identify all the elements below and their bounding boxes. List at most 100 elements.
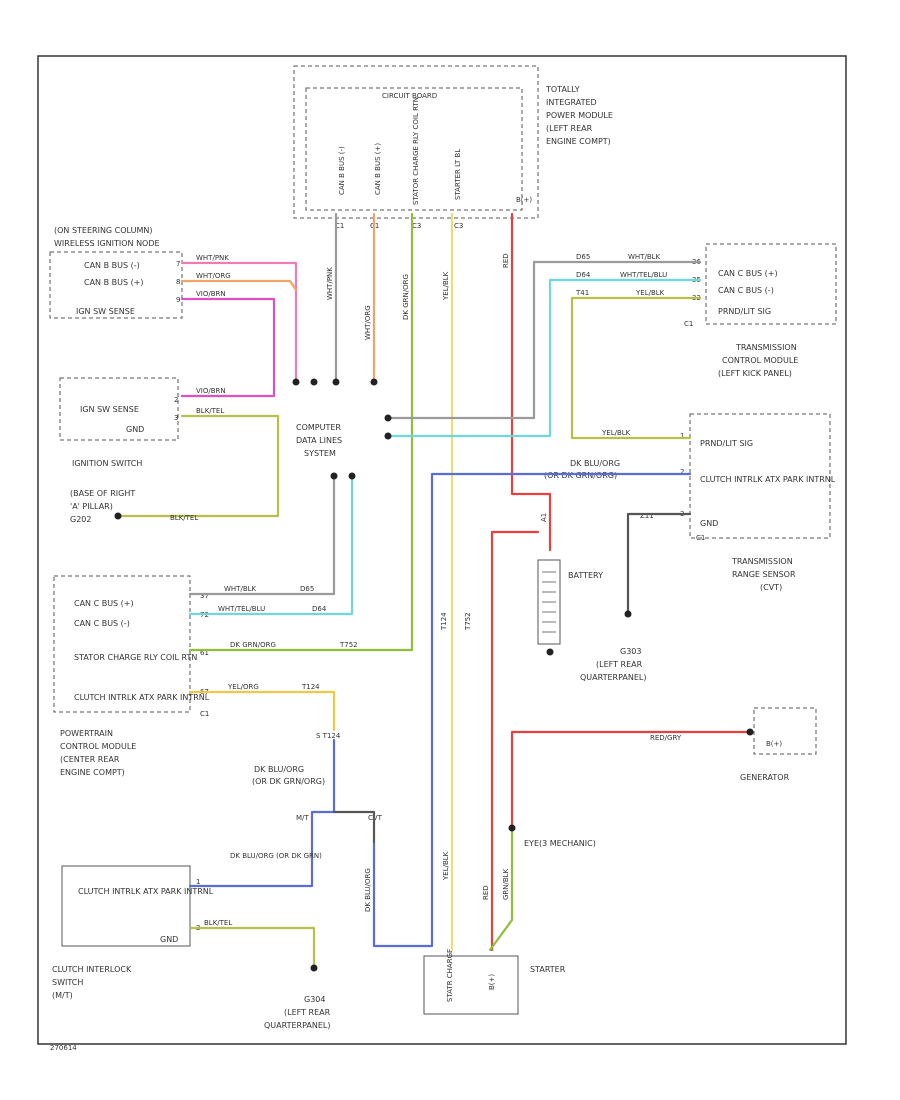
computer-data-lines-label: SYSTEM bbox=[304, 449, 336, 458]
wires-layer bbox=[116, 212, 752, 970]
data-lines-node bbox=[384, 432, 392, 440]
tipm-pin-label: CAN B BUS (-) bbox=[338, 146, 346, 195]
tipm-label-line: ENGINE COMPT) bbox=[546, 137, 611, 146]
trs-connector: C1 bbox=[696, 534, 705, 542]
wire-tcm-can-c-plus bbox=[386, 260, 702, 420]
bcm-heading: WIRELESS IGNITION NODE bbox=[54, 239, 160, 248]
wire-battery-starter bbox=[490, 530, 540, 952]
data-lines-node bbox=[348, 472, 356, 480]
trs-label: TRANSMISSION bbox=[731, 557, 793, 566]
trs-wire-code: Z11 bbox=[640, 512, 654, 520]
generator-terminal bbox=[746, 728, 754, 736]
clutch-switch-pin-number: 1 bbox=[196, 878, 200, 886]
tipm-label-line: POWER MODULE bbox=[546, 111, 613, 120]
g303-label: (LEFT REAR bbox=[596, 660, 643, 669]
tcm-label: TRANSMISSION bbox=[735, 343, 797, 352]
clutch-switch-label: CLUTCH INTERLOCK bbox=[52, 965, 132, 974]
wire-label: D65 bbox=[576, 253, 590, 261]
wire-label: D65 bbox=[300, 585, 314, 593]
splice-mt: M/T bbox=[296, 814, 309, 822]
wire-label: VIO/BRN bbox=[196, 387, 226, 395]
splice-alt: DK BLU/ORG bbox=[254, 765, 304, 774]
pcm-pin: CAN C BUS (-) bbox=[74, 619, 130, 628]
tcm-label: (LEFT KICK PANEL) bbox=[718, 369, 792, 378]
tipm-label: TOTALLY INTEGRATED POWER MODULE (LEFT RE… bbox=[545, 85, 613, 146]
g303-label: QUARTERPANEL) bbox=[580, 673, 647, 682]
clutch-switch-pin: CLUTCH INTRLK ATX PARK INTRNL bbox=[78, 887, 214, 896]
tcm-label: CONTROL MODULE bbox=[722, 356, 798, 365]
bcm-pin-number: 9 bbox=[176, 296, 180, 304]
pcm-label: ENGINE COMPT) bbox=[60, 768, 125, 777]
wire-label: WHT/BLK bbox=[224, 585, 257, 593]
wire-label: YEL/BLK bbox=[635, 289, 665, 297]
diagram-frame bbox=[37, 55, 847, 1045]
trs-pin-number: 1 bbox=[680, 432, 684, 440]
wire-tcm-can-c-minus bbox=[386, 278, 702, 438]
wire-label: YEL/BLK bbox=[442, 851, 450, 881]
wire-bcm-can-b-plus bbox=[180, 279, 298, 292]
wire-ign-gnd bbox=[116, 414, 280, 518]
footer-code: 270614 bbox=[50, 1044, 77, 1052]
bcm-heading: (ON STEERING COLUMN) bbox=[54, 226, 152, 235]
pcm-pin: STATOR CHARGE RLY COIL RTN bbox=[74, 653, 197, 662]
wire-tcm-prnd bbox=[570, 296, 702, 440]
wire-label: RED bbox=[502, 253, 510, 268]
can-bus-node bbox=[370, 378, 378, 386]
splice-alt: (OR DK GRN/ORG) bbox=[252, 777, 325, 786]
wire-label: YEL/ORG bbox=[227, 683, 259, 691]
battery-ground bbox=[546, 648, 554, 656]
tipm-pin-label: STATOR CHARGE RLY COIL RTN bbox=[412, 97, 420, 205]
wire-label: A1 bbox=[540, 513, 548, 522]
tipm-label-line: (LEFT REAR bbox=[546, 124, 593, 133]
wire-label: WHT/TEL/BLU bbox=[620, 271, 667, 279]
wire-label: DK BLU/ORG bbox=[364, 868, 372, 912]
eyelet-label: EYE(3 MECHANIC) bbox=[524, 839, 596, 848]
dots-layer bbox=[114, 378, 754, 972]
generator-label: GENERATOR bbox=[740, 773, 790, 782]
starter-pin: B(+) bbox=[488, 974, 496, 990]
wire-label: WHT/PNK bbox=[326, 267, 334, 300]
trs-pin: CLUTCH INTRLK ATX PARK INTRNL bbox=[700, 475, 836, 484]
wire-label: T124 bbox=[440, 612, 448, 631]
ignition-switch-pin-number: 2 bbox=[174, 396, 178, 404]
splice-code: S T124 bbox=[316, 732, 341, 740]
wire-label: D64 bbox=[576, 271, 591, 279]
trs-pin: GND bbox=[700, 519, 718, 528]
wire-label: YEL/BLK bbox=[601, 429, 631, 437]
trs-label: RANGE SENSOR bbox=[732, 570, 796, 579]
clutch-switch-box bbox=[61, 865, 191, 947]
bcm-pin-number: 8 bbox=[176, 278, 180, 286]
wire-label: T752 bbox=[339, 641, 358, 649]
generator-wire: RED/GRY bbox=[650, 734, 682, 742]
trs-box bbox=[689, 413, 831, 539]
g303-label: G303 bbox=[620, 647, 641, 656]
bcm-pin: CAN B BUS (+) bbox=[84, 278, 144, 287]
clutch-switch-pin: GND bbox=[160, 935, 178, 944]
battery-cells bbox=[542, 571, 556, 633]
wire-pcm-clutch bbox=[188, 690, 336, 732]
tcm-box bbox=[705, 243, 837, 325]
wire-label: BLK/TEL bbox=[170, 514, 198, 522]
trs-alt-wire: (OR DK GRN/ORG) bbox=[544, 471, 617, 480]
data-lines-node bbox=[330, 472, 338, 480]
wire-label: DK BLU/ORG (OR DK GRN) bbox=[230, 852, 322, 860]
wire-label: DK GRN/ORG bbox=[230, 641, 276, 649]
g202-label: (BASE OF RIGHT bbox=[70, 489, 135, 498]
wire-label: WHT/ORG bbox=[364, 305, 372, 340]
wire-pcm-can-c-minus bbox=[188, 474, 354, 616]
ignition-switch-pin: GND bbox=[126, 425, 144, 434]
starter-label: STARTER bbox=[530, 965, 566, 974]
tipm-pin-label: STARTER LT BL bbox=[454, 149, 462, 200]
computer-data-lines-label: DATA LINES bbox=[296, 436, 342, 445]
g304-label: G304 bbox=[304, 995, 325, 1004]
tipm-label-line: TOTALLY bbox=[545, 85, 580, 94]
wire-splice-cvt bbox=[332, 810, 376, 844]
tcm-pin: CAN C BUS (+) bbox=[718, 269, 778, 278]
wire-label: D64 bbox=[312, 605, 327, 613]
ignition-switch-pin-number: 3 bbox=[174, 414, 178, 422]
wire-label: RED bbox=[482, 885, 490, 900]
wire-trs-clutch bbox=[372, 472, 692, 948]
eyelet-node bbox=[508, 824, 516, 832]
tipm-label-line: INTEGRATED bbox=[546, 98, 597, 107]
